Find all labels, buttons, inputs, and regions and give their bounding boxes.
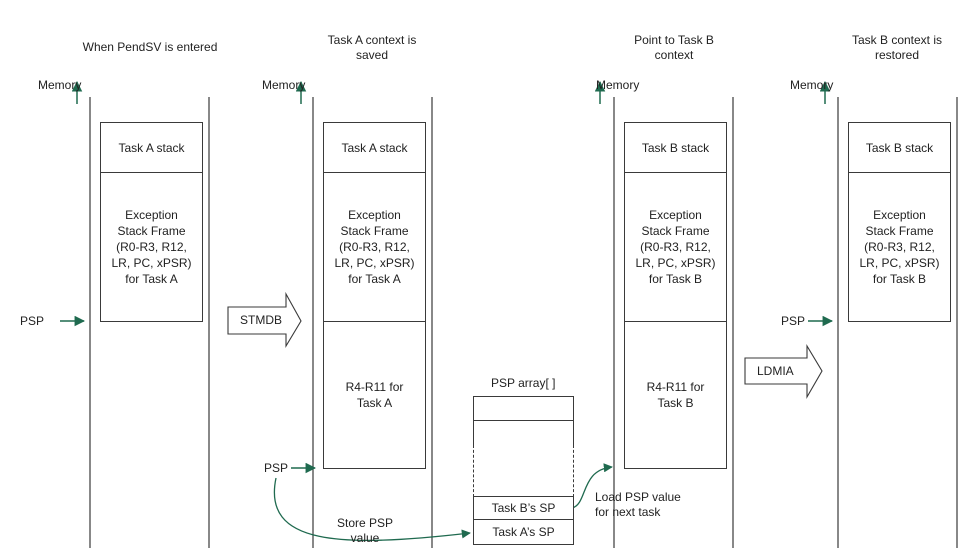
panel-2-heading: Task A context is saved [327, 33, 417, 62]
panel-1-task-a-stack: Task A stack [100, 122, 203, 173]
panel-1-memory-label: Memory [38, 78, 82, 92]
panel-4-psp-label: PSP [781, 314, 806, 328]
psp-array-slot [473, 420, 574, 446]
panel-3-r4-r11-block: R4-R11 for Task B [624, 321, 727, 469]
load-psp-curve [571, 463, 613, 509]
panel-2-memory-label: Memory [262, 78, 306, 92]
ldmia-label: LDMIA [757, 364, 794, 378]
psp-array-title: PSP array[ ] [491, 376, 556, 390]
panel-4-heading: Task B context is restored [851, 33, 943, 62]
panel-1-exception-stack-frame: Exception Stack Frame (R0-R3, R12, LR, P… [100, 172, 203, 322]
psp-array-gap [473, 445, 574, 497]
load-psp-label: Load PSP value for next task [595, 490, 681, 519]
panel-2-task-a-stack: Task A stack [323, 122, 426, 173]
panel-3-memory-label: Memory [596, 78, 640, 92]
psp-array-slot [473, 396, 574, 421]
panel-4-task-b-stack: Task B stack [848, 122, 951, 173]
psp-array-task-b-sp: Task B’s SP [473, 496, 574, 520]
store-psp-curve [273, 477, 471, 542]
panel-1-psp-label: PSP [20, 314, 45, 328]
panel-3-exception-stack-frame: Exception Stack Frame (R0-R3, R12, LR, P… [624, 172, 727, 322]
stmdb-block-arrow [227, 291, 302, 348]
panel-4-memory-label: Memory [790, 78, 834, 92]
stmdb-label: STMDB [240, 313, 282, 327]
store-psp-label: Store PSP value [336, 516, 394, 545]
panel-2-exception-stack-frame: Exception Stack Frame (R0-R3, R12, LR, P… [323, 172, 426, 322]
panel-4-exception-stack-frame: Exception Stack Frame (R0-R3, R12, LR, P… [848, 172, 951, 322]
ldmia-block-arrow [744, 344, 823, 400]
panel-1-heading: When PendSV is entered [82, 40, 218, 54]
panel-2-r4-r11-block: R4-R11 for Task A [323, 321, 426, 469]
panel-3-heading: Point to Task B context [634, 33, 714, 62]
psp-array-task-a-sp: Task A’s SP [473, 519, 574, 545]
panel-2-psp-label: PSP [264, 461, 289, 475]
panel-3-task-b-stack: Task B stack [624, 122, 727, 173]
